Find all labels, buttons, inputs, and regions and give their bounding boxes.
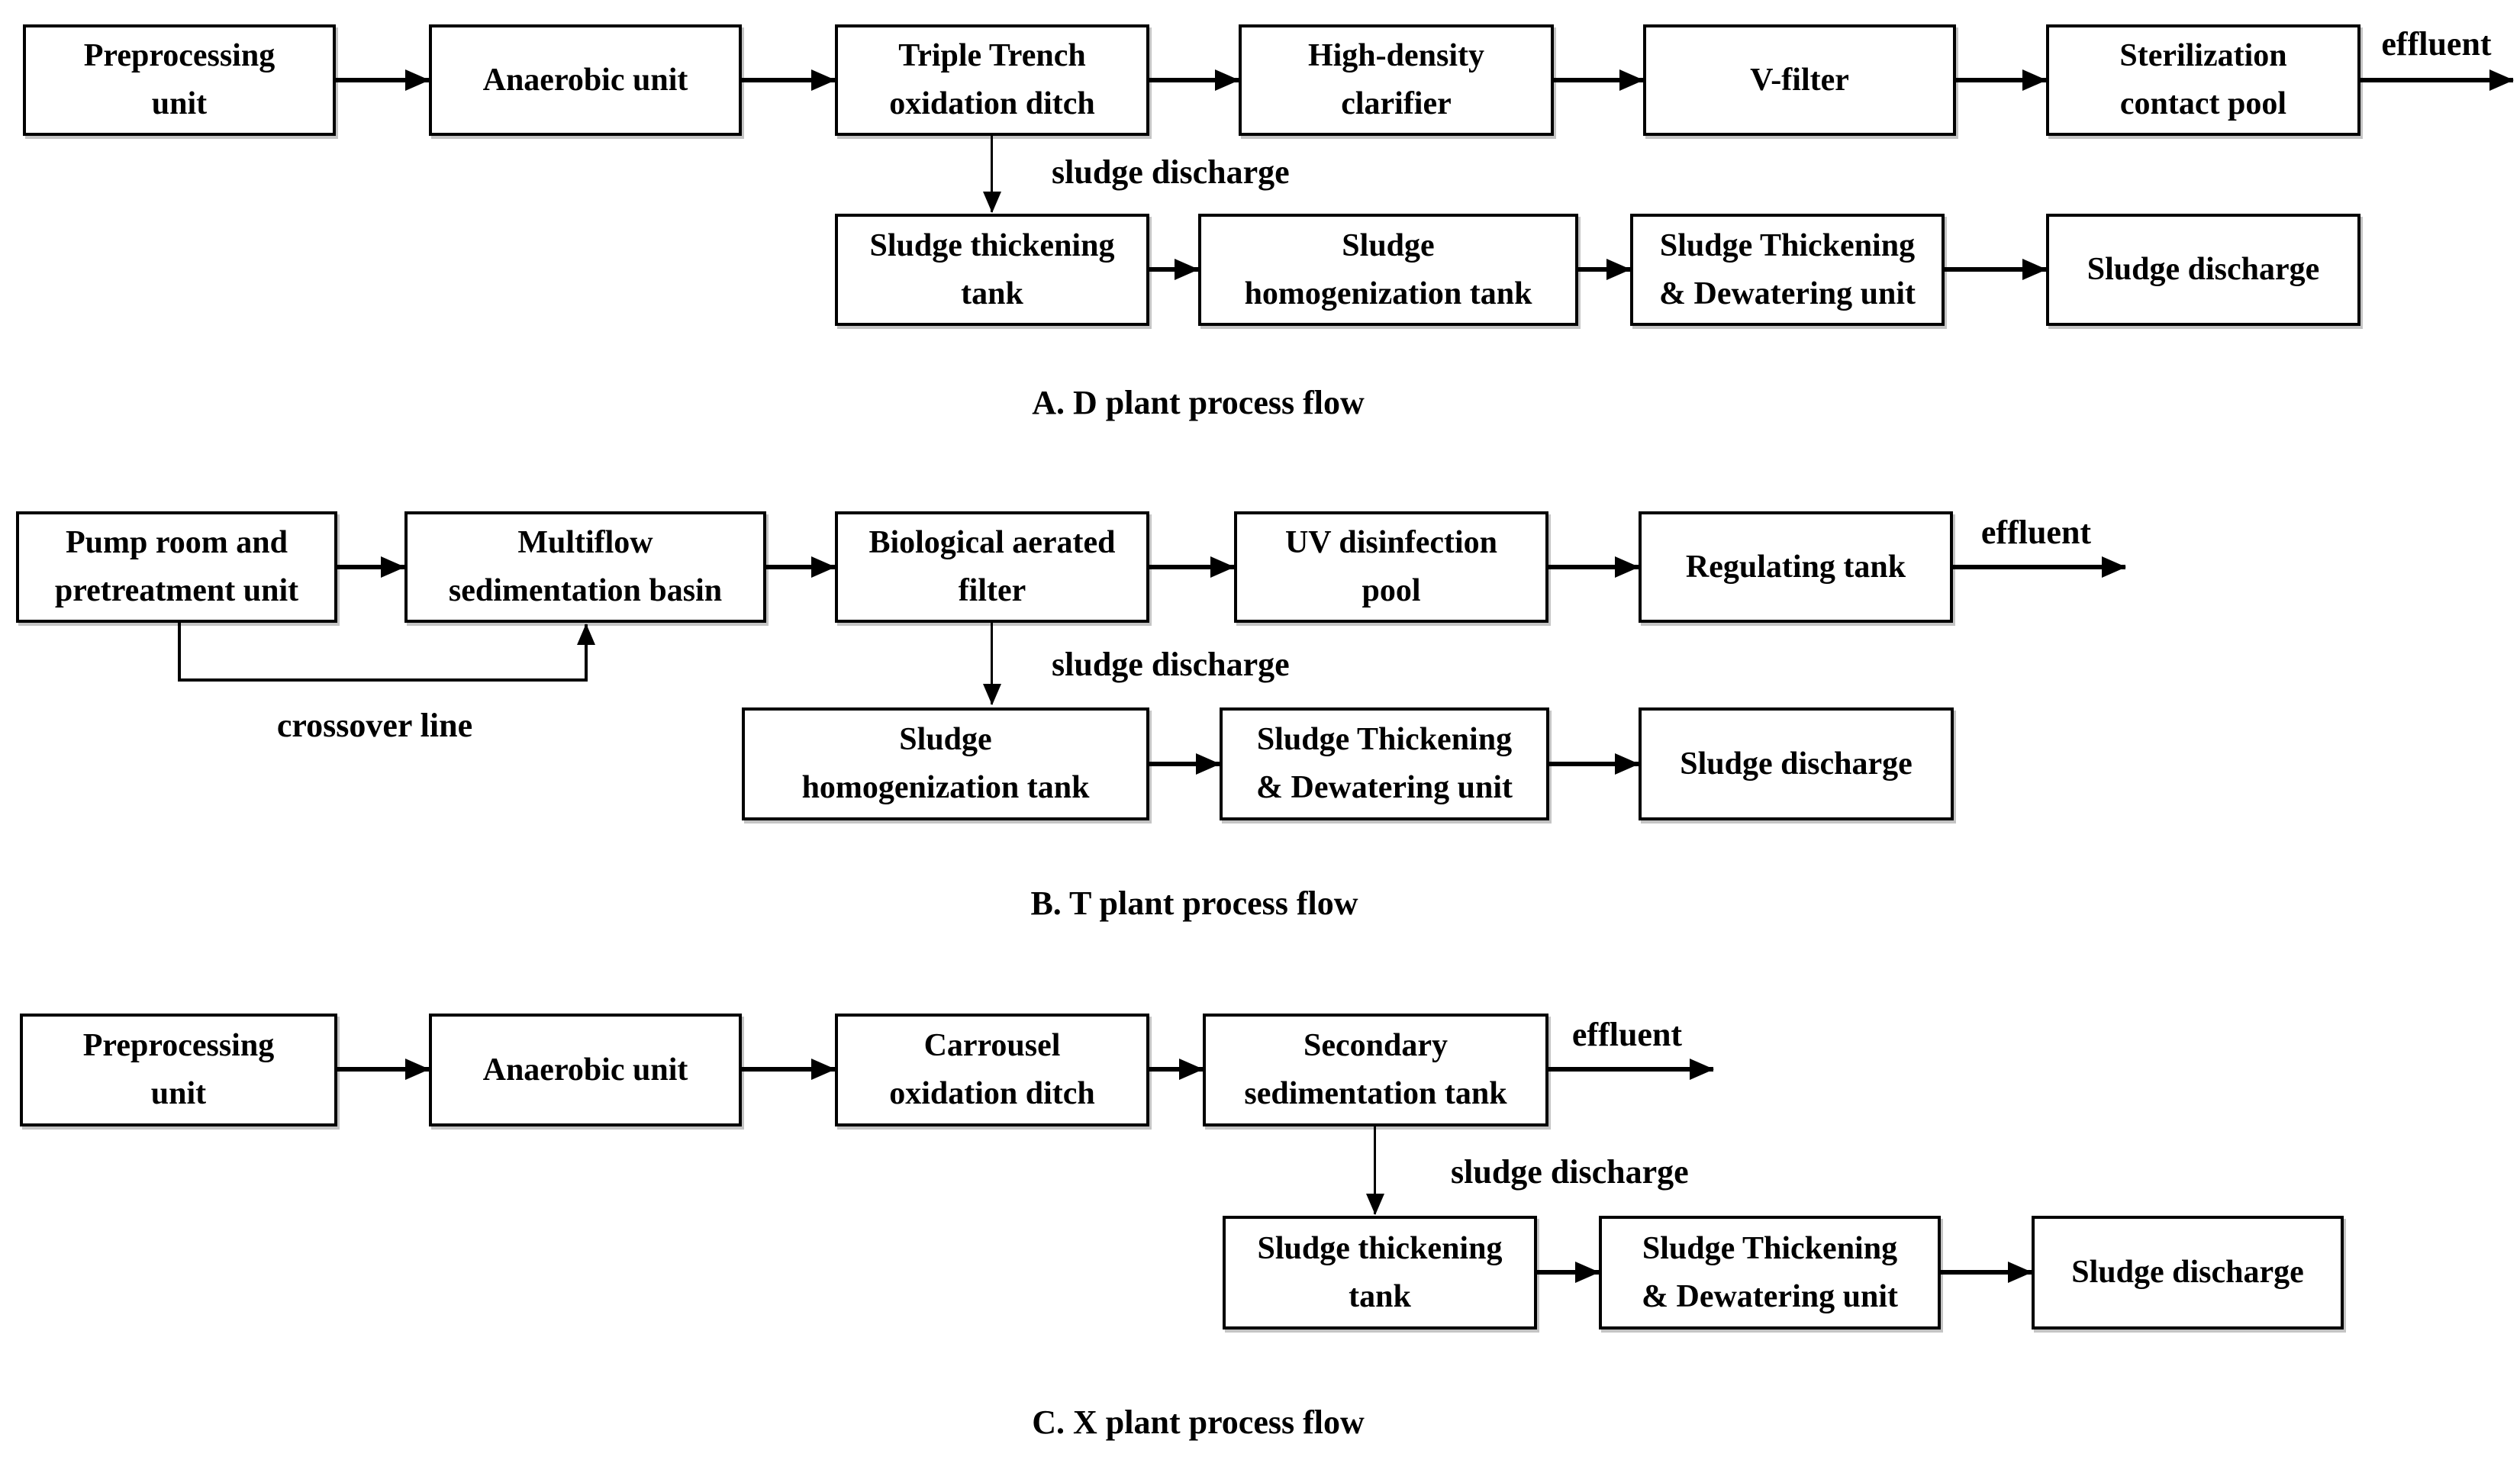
flow-arrow — [1149, 762, 1220, 766]
box-preprocessing-unit-c: Preprocessing unit — [20, 1014, 337, 1126]
flow-arrow — [336, 78, 429, 82]
box-v-filter: V-filter — [1643, 24, 1956, 136]
box-multiflow-sedimentation-basin: Multiflow sedimentation basin — [404, 511, 766, 623]
box-sludge-thickening-dewatering-unit-a: Sludge Thickening & Dewatering unit — [1630, 214, 1945, 326]
box-preprocessing-unit-a: Preprocessing unit — [23, 24, 336, 136]
flow-arrow — [337, 1067, 429, 1072]
box-sludge-homogenization-tank-b: Sludge homogenization tank — [742, 707, 1149, 820]
box-biological-aerated-filter: Biological aerated filter — [835, 511, 1149, 623]
sludge-discharge-label-b: sludge discharge — [1052, 646, 1290, 683]
flow-arrow — [1149, 78, 1239, 82]
box-anaerobic-unit-c: Anaerobic unit — [429, 1014, 742, 1126]
box-uv-disinfection-pool: UV disinfection pool — [1234, 511, 1548, 623]
box-secondary-sedimentation-tank: Secondary sedimentation tank — [1203, 1014, 1548, 1126]
sludge-discharge-arrow-c — [1374, 1126, 1376, 1214]
sludge-discharge-arrow-a — [991, 136, 993, 212]
caption-b: B. T plant process flow — [1030, 885, 1358, 922]
sludge-discharge-label-a: sludge discharge — [1052, 153, 1290, 191]
caption-c: C. X plant process flow — [1032, 1404, 1365, 1441]
crossover-up-arrow — [585, 624, 588, 682]
flow-arrow — [1941, 1270, 2032, 1275]
flow-arrow — [1548, 565, 1639, 569]
flow-arrow — [1149, 1067, 1203, 1072]
crossover-line-segment — [178, 678, 588, 682]
box-sterilization-contact-pool: Sterilization contact pool — [2046, 24, 2360, 136]
flow-arrow — [766, 565, 835, 569]
flow-arrow — [1956, 78, 2046, 82]
crossover-line-segment — [178, 623, 181, 682]
box-anaerobic-unit-a: Anaerobic unit — [429, 24, 742, 136]
box-sludge-thickening-dewatering-unit-b: Sludge Thickening & Dewatering unit — [1220, 707, 1549, 820]
box-sludge-thickening-tank-a: Sludge thickening tank — [835, 214, 1149, 326]
effluent-label-b: effluent — [1980, 514, 2092, 551]
box-triple-trench-oxidation-ditch: Triple Trench oxidation ditch — [835, 24, 1149, 136]
flow-arrow — [1537, 1270, 1599, 1275]
box-carrousel-oxidation-ditch: Carrousel oxidation ditch — [835, 1014, 1149, 1126]
effluent-label-c: effluent — [1571, 1016, 1683, 1053]
flow-arrow — [1549, 762, 1639, 766]
box-sludge-discharge-b: Sludge discharge — [1639, 707, 1954, 820]
box-sludge-discharge-c: Sludge discharge — [2032, 1216, 2344, 1329]
box-pump-room-pretreatment-unit: Pump room and pretreatment unit — [16, 511, 337, 623]
effluent-label-a: effluent — [2381, 25, 2492, 63]
effluent-arrow-b — [1953, 565, 2125, 569]
box-sludge-thickening-dewatering-unit-c: Sludge Thickening & Dewatering unit — [1599, 1216, 1941, 1329]
caption-a: A. D plant process flow — [1032, 384, 1365, 421]
flow-arrow — [742, 78, 835, 82]
flow-arrow — [1149, 267, 1198, 272]
flow-arrow — [742, 1067, 835, 1072]
sludge-discharge-label-c: sludge discharge — [1451, 1153, 1689, 1191]
box-sludge-homogenization-tank-a: Sludge homogenization tank — [1198, 214, 1578, 326]
crossover-line-label: crossover line — [276, 707, 473, 744]
box-regulating-tank: Regulating tank — [1639, 511, 1953, 623]
flow-arrow — [1554, 78, 1643, 82]
box-sludge-discharge-a: Sludge discharge — [2046, 214, 2360, 326]
flow-arrow — [1578, 267, 1630, 272]
sludge-discharge-arrow-b — [991, 623, 993, 704]
effluent-arrow-a — [2360, 78, 2513, 82]
box-high-density-clarifier: High-density clarifier — [1239, 24, 1554, 136]
box-sludge-thickening-tank-c: Sludge thickening tank — [1223, 1216, 1537, 1329]
flow-arrow — [337, 565, 404, 569]
flow-arrow — [1945, 267, 2046, 272]
flow-arrow — [1149, 565, 1234, 569]
effluent-arrow-c — [1548, 1067, 1713, 1072]
